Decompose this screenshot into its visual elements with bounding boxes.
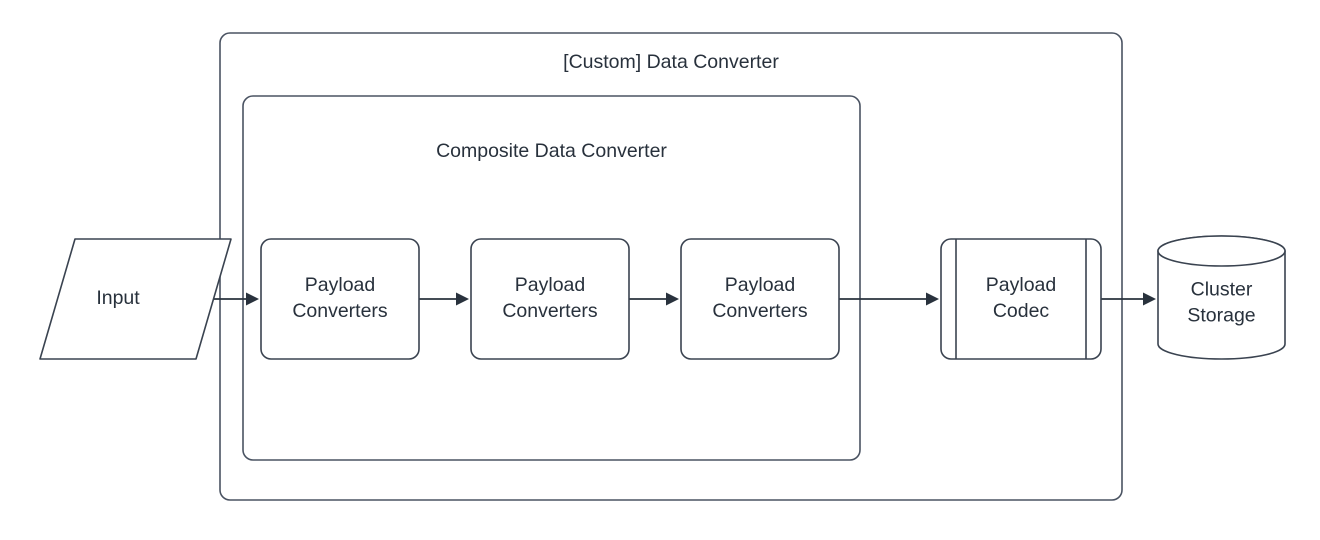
payload-converters-3-box [680,238,840,360]
connector-arrowhead [1143,292,1156,306]
container-custom-data-converter-label: [Custom] Data Converter [563,51,779,73]
connector-arrowhead [666,292,679,306]
connector-pc3-to-codec [839,292,939,306]
connector-pc1-to-pc2 [419,292,469,306]
payload-codec-box [940,238,1102,360]
container-composite-data-converter-border [242,95,861,461]
connector-pc2-to-pc3 [629,292,679,306]
input-parallelogram [39,238,232,360]
cluster-storage-cylinder-top [1157,235,1286,267]
container-composite-data-converter[interactable]: Composite Data Converter [242,95,861,461]
connector-arrowhead [246,292,259,306]
container-composite-data-converter-label: Composite Data Converter [436,140,667,162]
node-input[interactable]: Input [39,238,232,360]
connector-arrowhead [456,292,469,306]
payload-converters-1-box [260,238,420,360]
connector-arrowhead [926,292,939,306]
connector-codec-to-storage [1101,292,1156,306]
input-label: Input [96,287,140,309]
payload-converters-2-box [470,238,630,360]
